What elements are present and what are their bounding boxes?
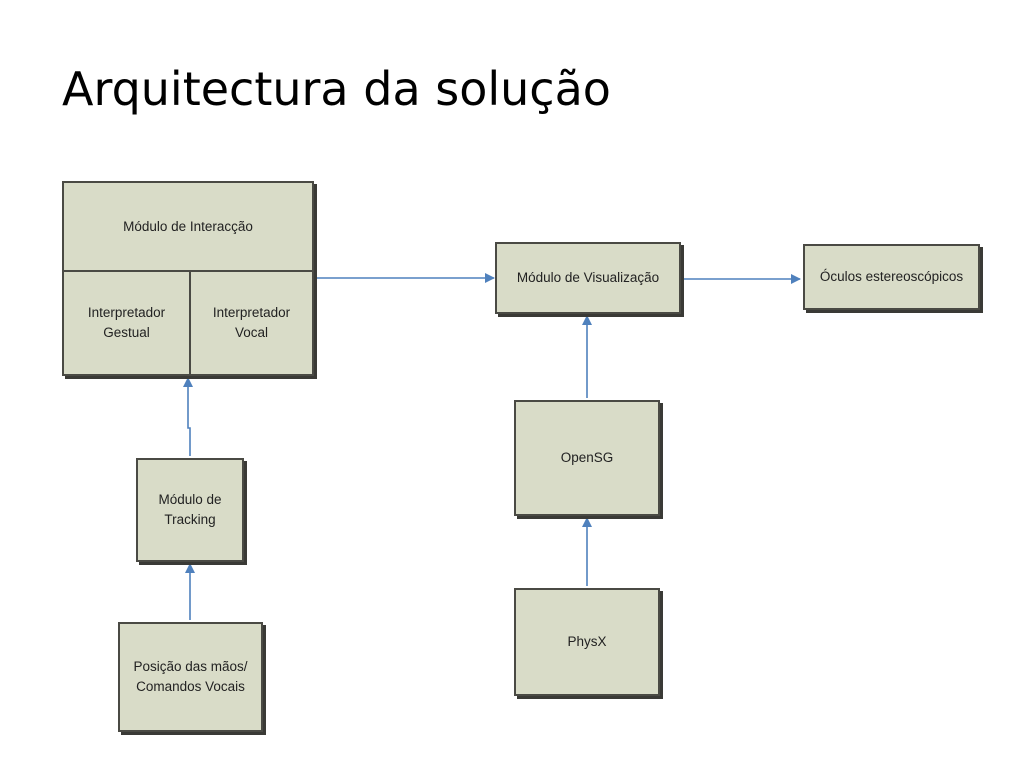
- physx-box: PhysX: [514, 588, 660, 696]
- interaction-module-box: Módulo de Interacção Interpretador Gestu…: [62, 181, 314, 376]
- vocal-interpreter-cell: Interpretador Vocal: [191, 272, 312, 374]
- interaction-module-label: Módulo de Interacção: [123, 218, 253, 234]
- gestural-interpreter-cell: Interpretador Gestual: [64, 272, 191, 374]
- interaction-module-header: Módulo de Interacção: [64, 183, 312, 272]
- visualization-module-label: Módulo de Visualização: [516, 270, 660, 285]
- arrow-tracking-to-interaction: [183, 377, 193, 456]
- opensg-box: OpenSG: [514, 400, 660, 516]
- visualization-module-box: Módulo de Visualização: [495, 242, 681, 314]
- tracking-module-label: Módulo de Tracking: [158, 492, 222, 527]
- input-label: Posição das mãos/ Comandos Vocais: [133, 659, 248, 694]
- input-box: Posição das mãos/ Comandos Vocais: [118, 622, 263, 732]
- tracking-module-box: Módulo de Tracking: [136, 458, 244, 562]
- stereo-glasses-label: Óculos estereoscópicos: [819, 269, 964, 284]
- opensg-label: OpenSG: [560, 450, 614, 465]
- vocal-interpreter-label: Interpretador Vocal: [212, 305, 291, 340]
- page-title: Arquitectura da solução: [62, 62, 611, 116]
- stereo-glasses-box: Óculos estereoscópicos: [803, 244, 980, 310]
- physx-label: PhysX: [567, 634, 607, 649]
- gestural-interpreter-label: Interpretador Gestual: [87, 305, 166, 340]
